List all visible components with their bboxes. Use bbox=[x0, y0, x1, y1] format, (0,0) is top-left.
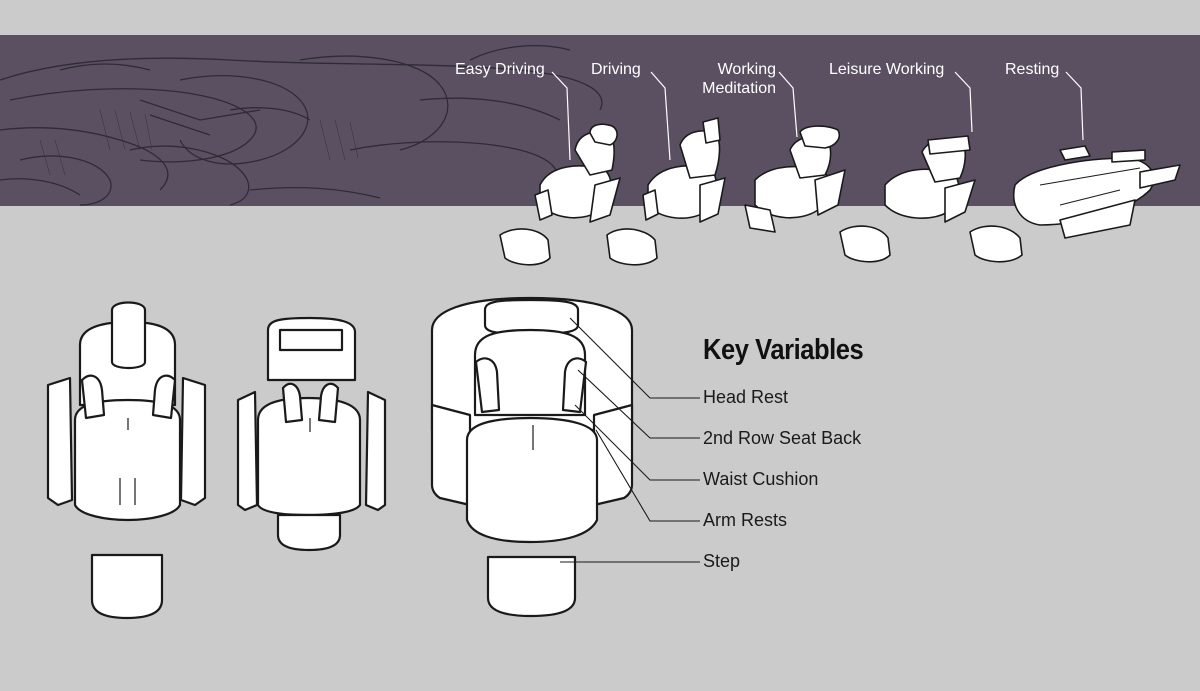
mode-label-easy-driving: Easy Driving bbox=[455, 61, 545, 78]
key-variable-step: Step bbox=[703, 551, 741, 571]
topdown-seats bbox=[46, 296, 634, 620]
seat-leisure-working bbox=[884, 135, 1023, 263]
seat-easy-driving bbox=[499, 123, 621, 266]
key-variable-leaders bbox=[560, 317, 700, 563]
key-variable-head-rest: Head Rest bbox=[703, 387, 789, 407]
mode-label-working-meditation: Working Meditation bbox=[702, 61, 776, 97]
key-variable-seat-back: 2nd Row Seat Back bbox=[703, 428, 862, 448]
seat-topview-b bbox=[236, 316, 387, 552]
mode-label-resting: Resting bbox=[1005, 61, 1060, 78]
seat-working-meditation bbox=[744, 125, 891, 263]
seat-topview-annotated bbox=[430, 296, 634, 618]
key-variables-title: Key Variables bbox=[703, 334, 864, 366]
background-sketch bbox=[0, 45, 603, 206]
seat-topview-a bbox=[46, 301, 207, 620]
seat-resting bbox=[1013, 145, 1181, 239]
mode-label-leisure-working: Leisure Working bbox=[829, 61, 945, 78]
key-variable-waist-cushion: Waist Cushion bbox=[703, 469, 819, 489]
seat-driving bbox=[606, 117, 726, 266]
mode-leaders bbox=[551, 71, 1084, 161]
key-variable-arm-rests: Arm Rests bbox=[703, 510, 788, 530]
mode-label-driving: Driving bbox=[591, 61, 641, 78]
mode-seats bbox=[499, 117, 1181, 266]
